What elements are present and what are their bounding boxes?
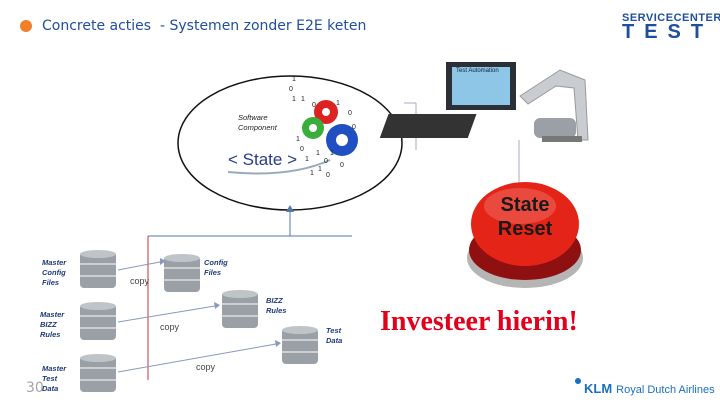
- database-config-icon: [164, 254, 200, 292]
- binary-digit: 0: [312, 102, 316, 109]
- test-data-label: Test Data: [326, 326, 343, 345]
- slide-title: Concrete acties - Systemen zonder E2E ke…: [42, 18, 367, 34]
- klm-crown-icon: [575, 378, 581, 384]
- robot-arm-icon: [379, 62, 589, 142]
- software-component-oval: [177, 75, 403, 211]
- database-test-icon: [282, 326, 318, 364]
- page-number: 30: [26, 380, 44, 396]
- copy-label: copy: [130, 276, 150, 286]
- servicecenter-test-logo: SERVICECENTER TEST: [622, 12, 720, 43]
- binary-digit: 1: [336, 100, 340, 107]
- binary-digit: 1: [310, 170, 314, 177]
- binary-digit: 1: [305, 156, 309, 163]
- state-label: < State >: [228, 150, 297, 169]
- state-reset-button-icon: [467, 182, 583, 288]
- software-component-label: Software Component: [238, 113, 277, 132]
- binary-digit: 1: [292, 96, 296, 103]
- master-test-data-label: Master Test Data: [42, 364, 67, 393]
- state-reset-button[interactable]: State Reset: [486, 193, 564, 241]
- binary-digit: 0: [352, 124, 356, 131]
- database-master-test-icon: [80, 354, 116, 392]
- logo-line-2: TEST: [622, 21, 714, 43]
- master-config-files-label: Master Config Files: [42, 258, 67, 287]
- binary-digit: 0: [340, 162, 344, 169]
- gears-icon: [302, 100, 358, 156]
- copy-label: copy: [160, 322, 180, 332]
- callout-text: Investeer hierin!: [380, 306, 578, 337]
- database-master-bizz-icon: [80, 302, 116, 340]
- binary-digit: 1: [318, 166, 322, 173]
- binary-digit: 1: [292, 76, 296, 83]
- bizz-rules-label: BIZZ Rules: [266, 296, 287, 315]
- binary-digit: 0: [326, 172, 330, 179]
- klm-brand-text: Royal Dutch Airlines: [616, 384, 715, 396]
- binary-digit: 1: [330, 150, 334, 157]
- logo-line-1: SERVICECENTER: [622, 12, 720, 24]
- state-reset-line-1: State: [500, 194, 550, 216]
- binary-digit: 0: [300, 146, 304, 153]
- title-bullet-icon: [20, 20, 32, 32]
- state-reset-line-2: Reset: [497, 218, 553, 240]
- klm-wordmark: KLM: [584, 381, 613, 396]
- robot-screen-label: Test Automation: [456, 68, 499, 74]
- binary-digit: 1: [316, 150, 320, 157]
- copy-label: copy: [196, 362, 216, 372]
- binary-digit: 1: [296, 136, 300, 143]
- binary-digit: 0: [324, 158, 328, 165]
- binary-digit: 0: [289, 86, 293, 93]
- binary-digit: 0: [348, 110, 352, 117]
- state-swoosh: [227, 159, 331, 175]
- master-bizz-rules-label: Master BIZZ Rules: [40, 310, 65, 339]
- database-master-config-icon: [80, 250, 116, 288]
- binary-digit: 1: [301, 96, 305, 103]
- database-bizz-icon: [222, 290, 258, 328]
- config-files-label: Config Files: [204, 258, 228, 277]
